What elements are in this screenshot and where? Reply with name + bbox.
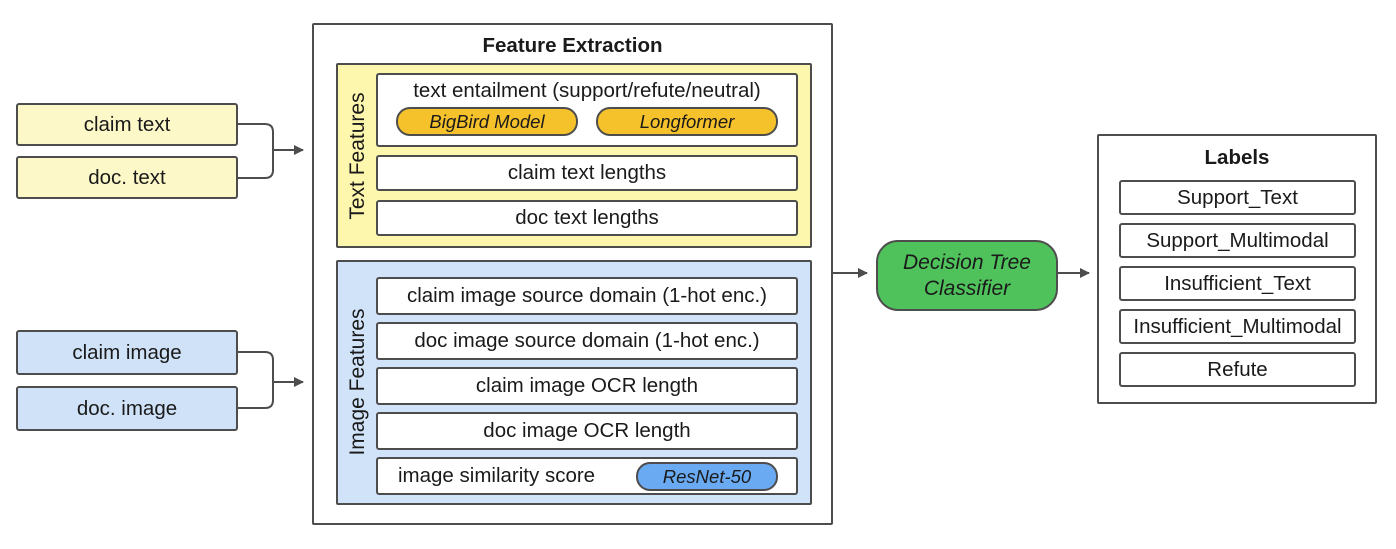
claim-text-lengths-label: claim text lengths [507, 161, 667, 184]
classifier-line1: Decision Tree [903, 250, 1031, 274]
claim-image-ocr-length-box: claim image OCR length [376, 367, 798, 405]
label-support-multimodal: Support_Multimodal [1119, 223, 1356, 258]
label-insufficient-text: Insufficient_Text [1119, 266, 1356, 301]
longformer-pill: Longformer [596, 107, 778, 136]
claim-image-ocr-length-label: claim image OCR length [475, 374, 699, 397]
doc-text-lengths-box: doc text lengths [376, 200, 798, 236]
bigbird-model-pill: BigBird Model [396, 107, 578, 136]
longformer-label: Longformer [639, 110, 735, 132]
text-features-label: Text Features [346, 92, 369, 220]
image-inputs-bracket [238, 351, 304, 409]
claim-text-lengths-box: claim text lengths [376, 155, 798, 191]
doc-image-source-domain-label: doc image source domain (1-hot enc.) [414, 329, 760, 352]
claim-image-source-domain-box: claim image source domain (1-hot enc.) [376, 277, 798, 315]
claim-image-input-box: claim image [16, 330, 238, 375]
labels-title: Labels [1204, 146, 1270, 169]
claim-image-label: claim image [72, 340, 182, 364]
doc-text-input-box: doc. text [16, 156, 238, 199]
doc-text-lengths-label: doc text lengths [515, 206, 659, 229]
text-entailment-label: text entailment (support/refute/neutral) [413, 79, 761, 102]
claim-image-source-domain-label: claim image source domain (1-hot enc.) [406, 284, 768, 307]
decision-tree-classifier-node: Decision Tree Classifier [876, 240, 1058, 311]
text-inputs-bracket [238, 123, 304, 179]
doc-image-label: doc. image [76, 396, 178, 420]
label-support-text-text: Support_Text [1177, 185, 1298, 209]
label-insufficient-multimodal-text: Insufficient_Multimodal [1133, 314, 1342, 338]
label-insufficient-multimodal: Insufficient_Multimodal [1119, 309, 1356, 344]
label-support-multimodal-text: Support_Multimodal [1146, 228, 1329, 252]
doc-image-ocr-length-label: doc image OCR length [483, 419, 691, 442]
label-support-text: Support_Text [1119, 180, 1356, 215]
bigbird-model-label: BigBird Model [429, 110, 545, 132]
classifier-line2: Classifier [923, 276, 1011, 300]
doc-text-label: doc. text [88, 165, 166, 189]
doc-image-input-box: doc. image [16, 386, 238, 431]
label-refute: Refute [1119, 352, 1356, 387]
resnet-50-pill: ResNet-50 [636, 462, 778, 491]
feature-extraction-title: Feature Extraction [482, 34, 663, 57]
claim-text-input-box: claim text [16, 103, 238, 146]
image-similarity-score-label: image similarity score [398, 464, 596, 487]
doc-image-source-domain-box: doc image source domain (1-hot enc.) [376, 322, 798, 360]
doc-image-ocr-length-box: doc image OCR length [376, 412, 798, 450]
resnet-50-label: ResNet-50 [662, 465, 752, 487]
image-features-label: Image Features [346, 308, 369, 456]
label-insufficient-text-text: Insufficient_Text [1164, 271, 1311, 295]
claim-text-label: claim text [83, 112, 171, 136]
label-refute-text: Refute [1207, 357, 1268, 381]
